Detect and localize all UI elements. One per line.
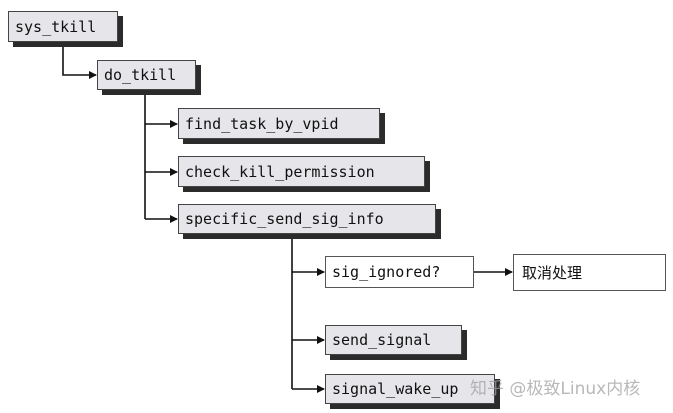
node-find-task-by-vpid: find_task_by_vpid	[178, 108, 380, 139]
node-signal-wake-up: signal_wake_up	[325, 374, 495, 404]
node-sys-tkill: sys_tkill	[8, 11, 118, 42]
edge-sys-tkill-to-do-tkill	[62, 42, 97, 79]
node-cancel-handling: 取消处理	[513, 254, 666, 291]
node-sig-ignored: sig_ignored?	[325, 256, 474, 288]
node-specific-send-sig-info: specific_send_sig_info	[178, 204, 436, 234]
node-send-signal: send_signal	[325, 325, 462, 355]
node-do-tkill: do_tkill	[97, 60, 196, 90]
watermark-text: 知乎 @极致Linux内核	[470, 379, 641, 399]
node-check-kill-permission: check_kill_permission	[178, 156, 425, 187]
